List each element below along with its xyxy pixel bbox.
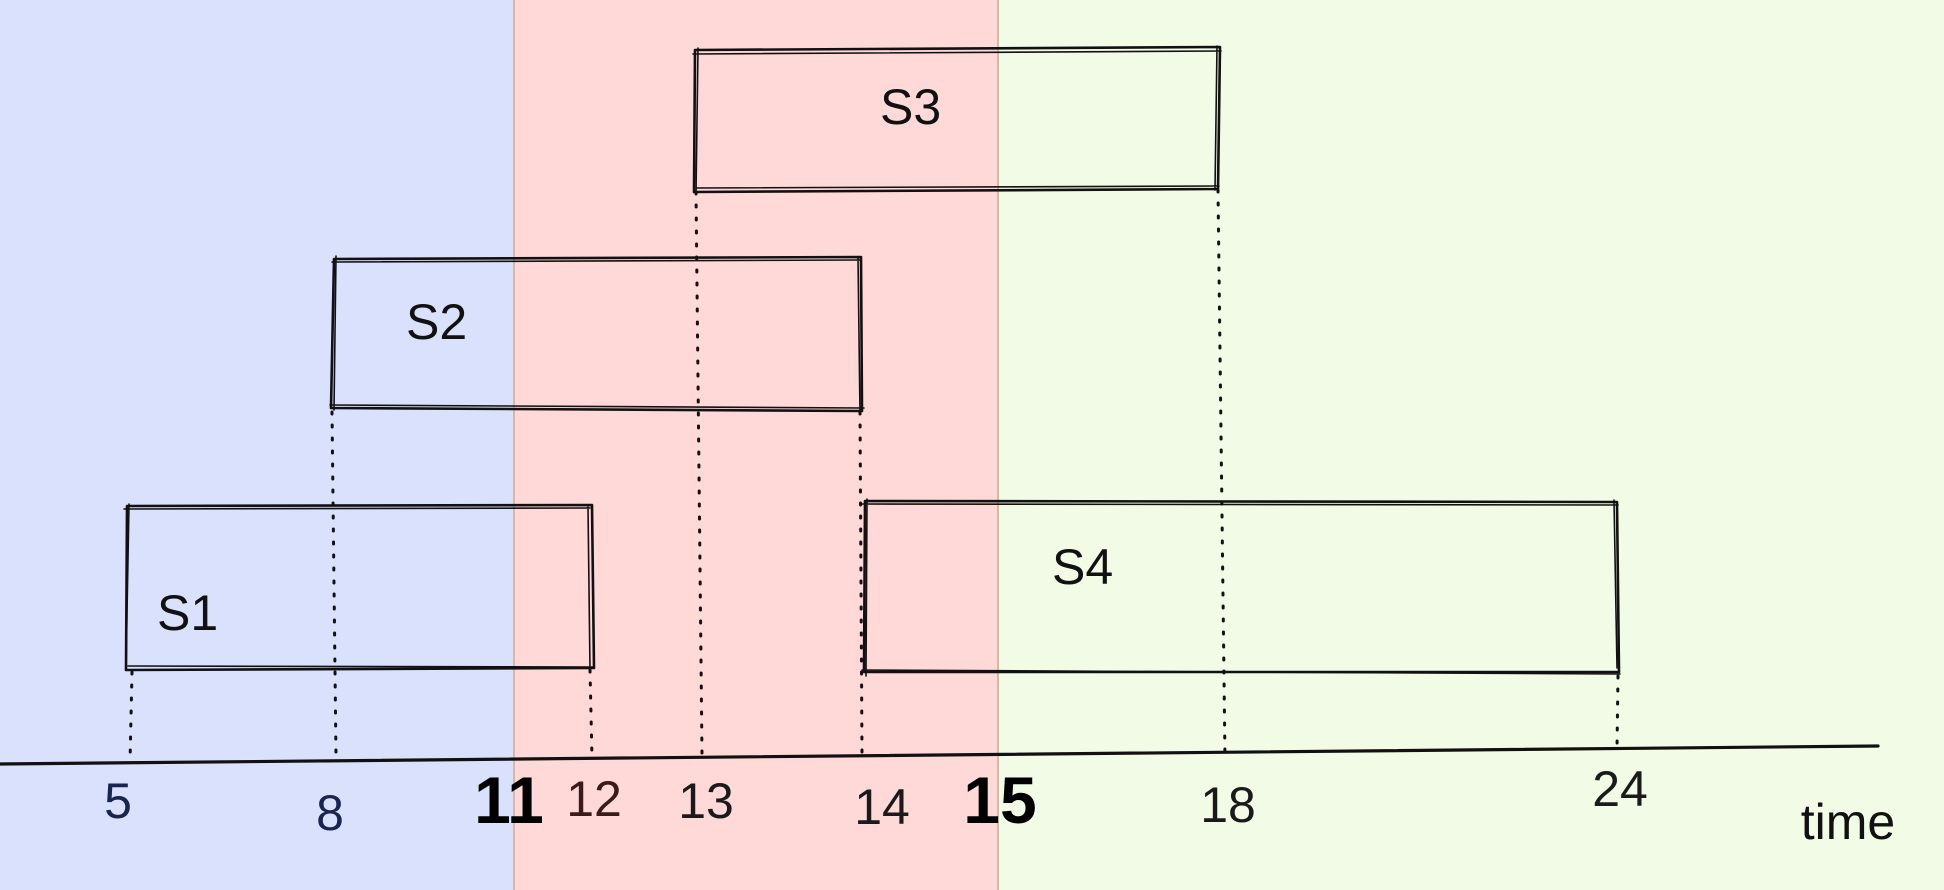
segment-s2-box: [329, 255, 864, 413]
region-11-to-15: [514, 0, 998, 890]
guide-s2-start: [330, 410, 338, 758]
region-before-11: [0, 0, 514, 890]
tick-label-24: 24: [1592, 761, 1648, 817]
segment-s4-sketch-line: [861, 498, 1621, 677]
guide-s2-end: [858, 410, 864, 754]
segment-s3-sketch-line: [692, 45, 1222, 195]
tick-label-5: 5: [104, 773, 132, 829]
time-axis: 5 8 11 12 13 14 15 18 24 time: [0, 744, 1895, 850]
guide-s1-end: [588, 668, 594, 760]
segment-s3-label: S3: [880, 79, 941, 135]
time-axis-line: [0, 744, 1880, 766]
segment-s3: S3: [692, 45, 1222, 195]
segment-s1: S1: [123, 503, 596, 672]
segment-s2-label: S2: [406, 294, 467, 350]
tick-label-15: 15: [963, 763, 1036, 837]
segment-boxes: S1 S2 S3 S4: [123, 45, 1621, 677]
segment-s1-label: S1: [157, 585, 218, 641]
guide-s3-start: [694, 190, 704, 756]
tick-label-13: 13: [678, 773, 734, 829]
axis-title: time: [1801, 794, 1895, 850]
tick-label-12: 12: [566, 771, 622, 827]
segment-s4-label: S4: [1052, 539, 1113, 595]
region-after-15: [998, 0, 1944, 890]
segment-s2: S2: [329, 255, 865, 415]
dotted-guides: [128, 188, 1620, 764]
segment-s2-sketch-line: [329, 255, 865, 415]
tick-label-18: 18: [1200, 777, 1256, 833]
tick-label-8: 8: [316, 785, 344, 841]
guide-s4-end: [1615, 674, 1620, 750]
tick-label-14: 14: [854, 779, 910, 835]
segment-s4-box: [862, 499, 1621, 674]
segment-s1-sketch-line: [123, 503, 595, 671]
guide-s1-start: [128, 670, 134, 764]
segment-s3-box: [692, 45, 1222, 194]
tick-label-11: 11: [474, 763, 544, 837]
segment-s4: S4: [861, 498, 1621, 677]
